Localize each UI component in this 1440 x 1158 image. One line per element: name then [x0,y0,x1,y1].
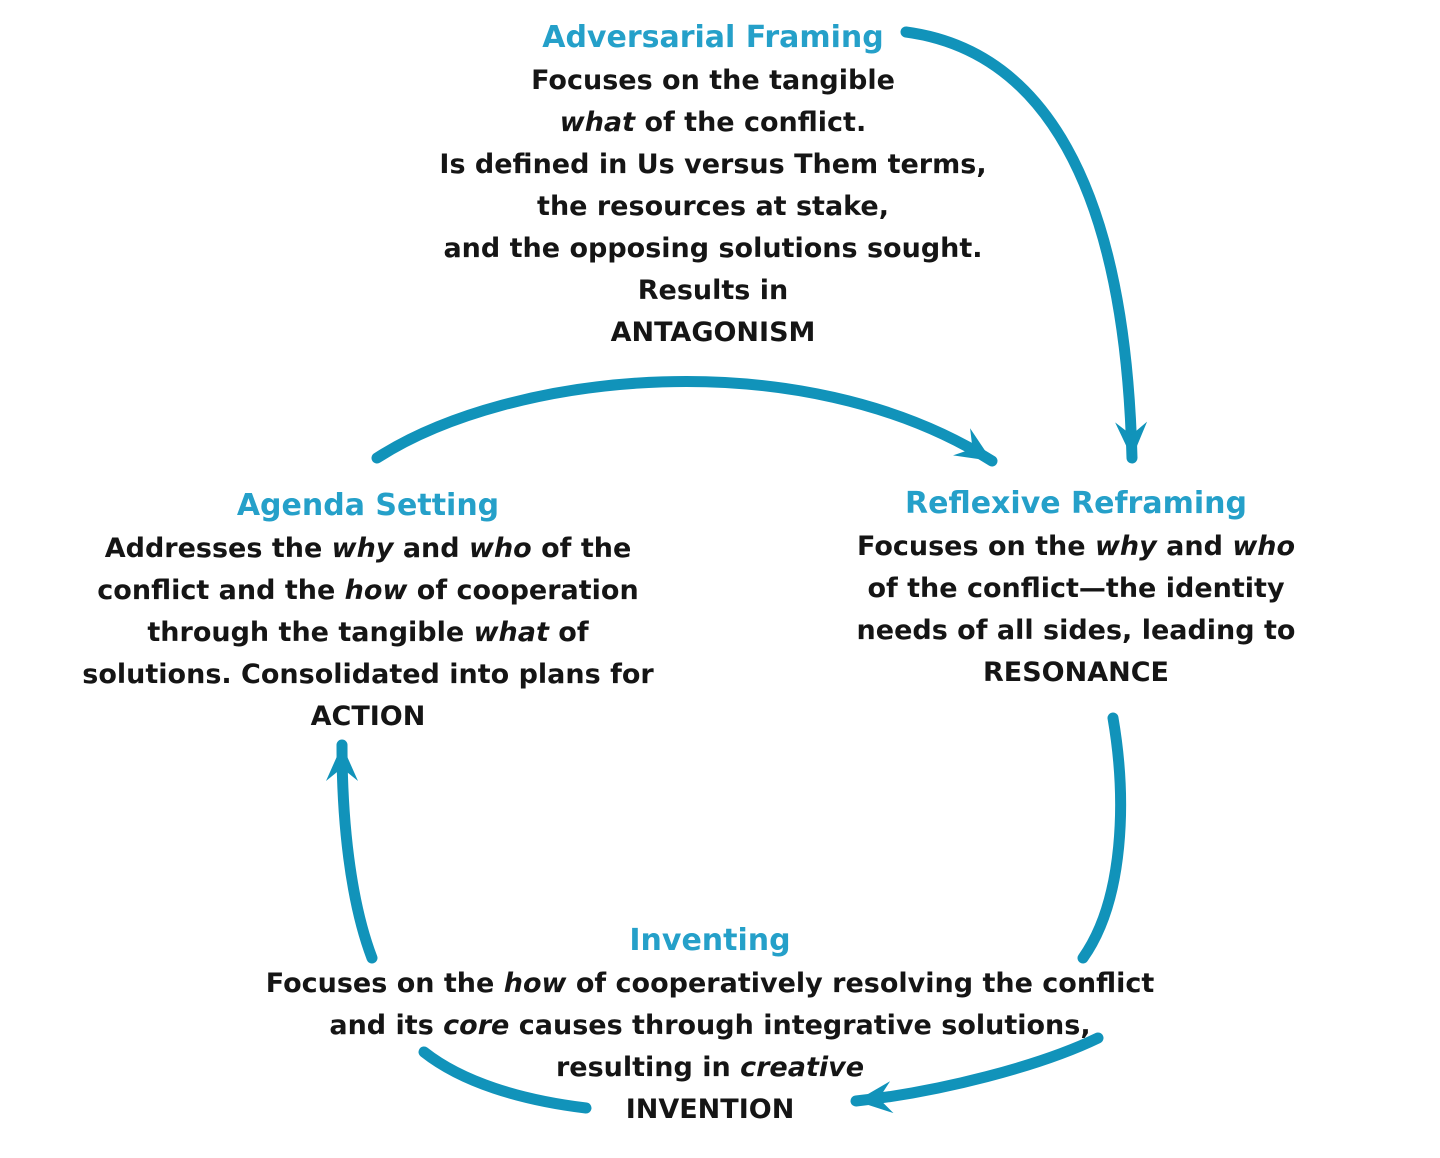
arrow-inventing-to-agenda-lower [418,1046,592,1114]
arrow-adversarial-to-reflexive [900,26,1148,464]
node-title-inventing: Inventing [629,923,791,958]
node-title-reflexive-reframing: Reflexive Reframing [905,486,1247,521]
text-line: Focuses on the how of cooperatively reso… [265,968,1155,999]
text-line: conflict and the how of cooperation [97,575,639,606]
text-line: and its core causes through integrative … [329,1010,1091,1041]
text-line: INVENTION [625,1094,795,1125]
text-line: ANTAGONISM [610,317,816,348]
arrow-inventing-to-agenda-upper [326,739,378,964]
node-description-adversarial-framing: Focuses on the tangible what of the confl… [363,60,1063,354]
text-line: Addresses the why and who of the [104,533,632,564]
text-line: solutions. Consolidated into plans for [82,659,654,690]
text-line: of the conflict—the identity [867,573,1285,604]
text-line: Focuses on the tangible [531,65,895,96]
text-line: needs of all sides, leading to [856,615,1296,646]
node-reflexive-reframing: Reflexive Reframing Focuses on the why a… [796,482,1356,694]
node-inventing: Inventing Focuses on the how of cooperat… [190,919,1230,1131]
text-line: Is defined in Us versus Them terms, [439,149,987,180]
text-line: RESONANCE [983,657,1169,688]
node-title-agenda-setting: Agenda Setting [236,488,500,523]
text-line: through the tangible what of [147,617,589,648]
text-line: Results in [637,275,789,306]
node-description-reflexive-reframing: Focuses on the why and who of the conflic… [796,526,1356,694]
text-line: ACTION [310,701,426,732]
arrow-reflexive-to-inventing-upper [1077,712,1127,964]
text-line: Focuses on the why and who [856,531,1296,562]
arrow-reflexive-to-inventing-lower [850,1032,1104,1114]
node-agenda-setting: Agenda Setting Addresses the why and who… [38,484,698,738]
node-description-inventing: Focuses on the how of cooperatively reso… [190,963,1230,1131]
node-adversarial-framing: Adversarial Framing Focuses on the tangi… [363,16,1063,354]
text-line: the resources at stake, [537,191,889,222]
node-title-adversarial-framing: Adversarial Framing [542,20,884,55]
arrow-agenda-to-reflexive [371,376,998,467]
text-line: resulting in creative [555,1052,865,1083]
text-line: and the opposing solutions sought. [443,233,983,264]
text-line: what of the conflict. [559,107,867,138]
node-description-agenda-setting: Addresses the why and who of the conflict… [38,528,698,738]
